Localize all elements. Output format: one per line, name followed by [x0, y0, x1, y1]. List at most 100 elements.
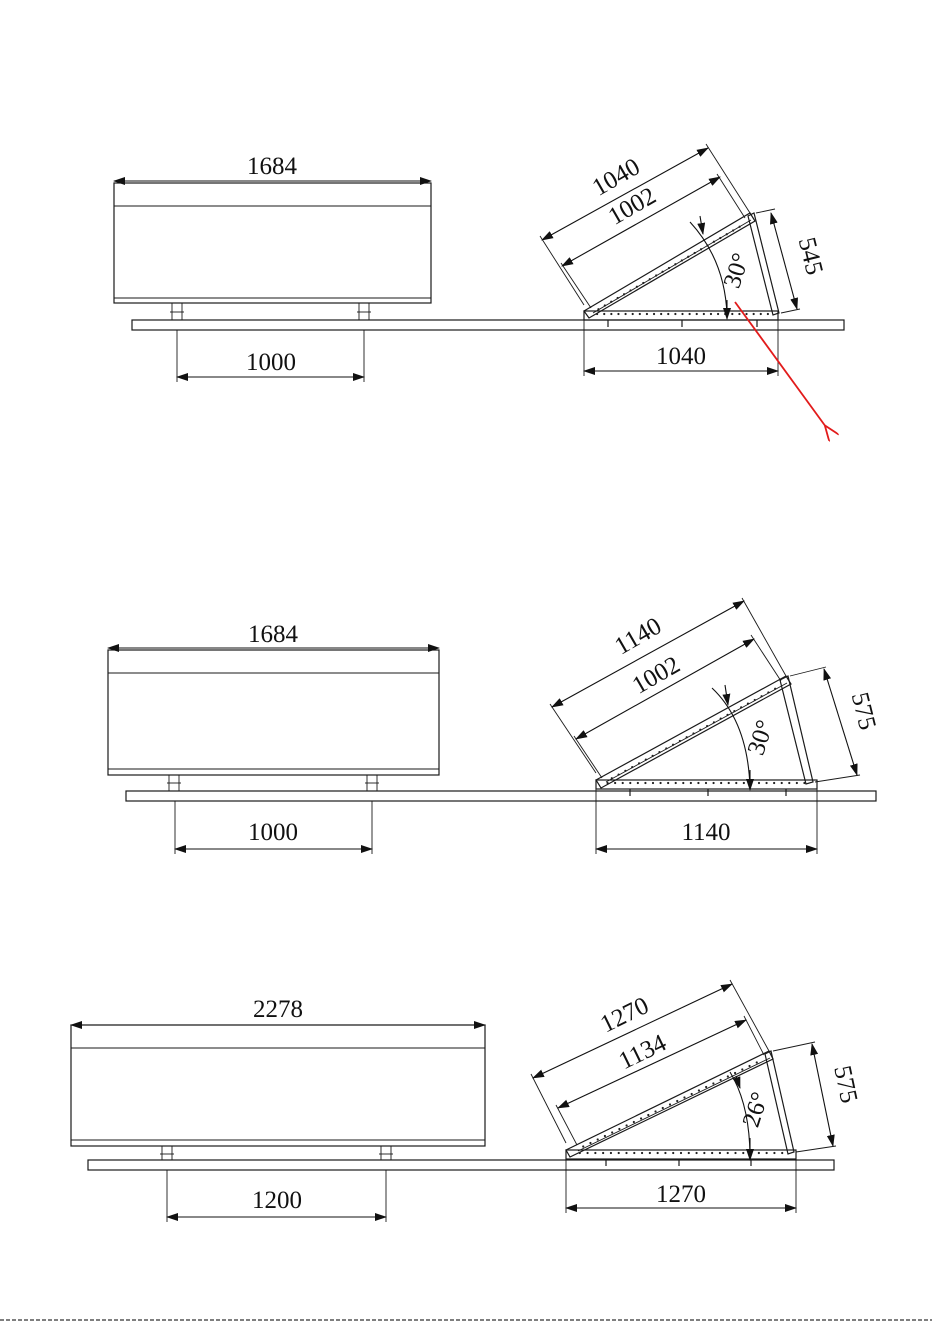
rail-hole	[611, 1131, 613, 1133]
rail-hole	[629, 289, 631, 291]
rail-hole	[713, 721, 715, 723]
rail-hole	[637, 782, 639, 784]
side-base-length-dimension: 1140	[596, 789, 817, 854]
rail-hole	[711, 1152, 713, 1154]
rail-hole	[680, 1152, 682, 1154]
rail-hole	[717, 313, 719, 315]
rail-hole	[753, 313, 755, 315]
rail-hole	[732, 229, 734, 231]
rail-hole	[646, 313, 648, 315]
rail-hole	[660, 313, 662, 315]
rail-hole	[644, 782, 646, 784]
rail-hole	[692, 732, 694, 734]
side-base-length-dimension: 1270	[566, 1159, 796, 1213]
rail-hole	[773, 1152, 775, 1154]
rail-hole	[765, 782, 767, 784]
rail-hole	[781, 1152, 783, 1154]
rail-hole	[796, 782, 798, 784]
rail-hole	[622, 782, 624, 784]
rail-hole	[662, 1107, 664, 1109]
rail-hole	[712, 782, 714, 784]
rail-hole	[636, 286, 638, 288]
rail-hole	[654, 1110, 656, 1112]
rail-hole	[743, 782, 745, 784]
rail-hole	[633, 1152, 635, 1154]
side-base-length-label: 1040	[656, 343, 706, 370]
rail-hole	[689, 313, 691, 315]
rail-hole	[647, 1114, 649, 1116]
mount-spacing-dimension: 1000	[177, 330, 364, 382]
rail-hole	[720, 782, 722, 784]
rail-hole	[724, 313, 726, 315]
rail-hole	[618, 1128, 620, 1130]
rail-hole	[675, 782, 677, 784]
rail-hole	[727, 1152, 729, 1154]
side-rear-leg-dimension: 575	[773, 1042, 862, 1152]
panel-width-label: 1684	[247, 153, 298, 180]
rail-hole	[710, 313, 712, 315]
side-angle-label: 30°	[719, 250, 755, 292]
side-rear-leg-dimension: 545	[756, 209, 828, 313]
side-rear-leg-label: 575	[828, 1063, 862, 1105]
rail-hole	[758, 1152, 760, 1154]
rail-hole	[756, 1061, 758, 1063]
rail-hole	[639, 313, 641, 315]
side-angle-label: 26°	[738, 1089, 774, 1131]
rail-hole	[740, 706, 742, 708]
rail-hole	[683, 1096, 685, 1098]
panel-width-label: 2278	[253, 996, 303, 1023]
rail-hole	[773, 782, 775, 784]
rail-hole	[754, 699, 756, 701]
callout-arrow	[735, 302, 826, 427]
rail-hole	[731, 313, 733, 315]
rail-hole	[631, 766, 633, 768]
rail-hole	[594, 1152, 596, 1154]
rail-hole	[672, 744, 674, 746]
rail-hole	[642, 282, 644, 284]
rail-hole	[597, 308, 599, 310]
side-angle-dimension: 30°	[712, 685, 779, 790]
rail-hole	[686, 736, 688, 738]
rail-hole	[610, 301, 612, 303]
rail-hole	[596, 313, 598, 315]
rail-hole	[720, 717, 722, 719]
rail-hole	[788, 782, 790, 784]
rail-hole	[659, 782, 661, 784]
rail-hole	[750, 782, 752, 784]
rail-hole	[699, 729, 701, 731]
rail-hole	[738, 313, 740, 315]
side-top-length-label: 1140	[610, 613, 666, 661]
rail-hole	[713, 241, 715, 243]
rail-hole	[733, 710, 735, 712]
mount-spacing-dimension: 1200	[167, 1170, 386, 1222]
rail-hole	[766, 1152, 768, 1154]
rail-hole	[606, 782, 608, 784]
rail-hole	[640, 1117, 642, 1119]
rail-hole	[667, 782, 669, 784]
front-panel	[108, 650, 439, 775]
rail-hole	[712, 1082, 714, 1084]
ground-beam	[88, 1160, 834, 1170]
rail-hole	[603, 313, 605, 315]
rail-hole	[727, 1075, 729, 1077]
mount-clamp	[379, 1146, 393, 1160]
rail-hole	[774, 688, 776, 690]
rail-hole	[626, 1124, 628, 1126]
side-angle-dimension: 26°	[730, 1072, 774, 1160]
ground-beam	[126, 791, 876, 801]
rail-hole	[700, 248, 702, 250]
rail-hole	[674, 313, 676, 315]
rail-hole	[624, 770, 626, 772]
side-frame	[596, 676, 817, 789]
rail-hole	[633, 1121, 635, 1123]
rail-hole	[649, 278, 651, 280]
rail-hole	[618, 1152, 620, 1154]
rail-hole	[624, 313, 626, 315]
rail-hole	[625, 1152, 627, 1154]
front-panel	[114, 183, 431, 303]
rail-hole	[734, 1072, 736, 1074]
rail-hole	[681, 313, 683, 315]
rail-hole	[706, 725, 708, 727]
front-panel	[71, 1025, 485, 1146]
